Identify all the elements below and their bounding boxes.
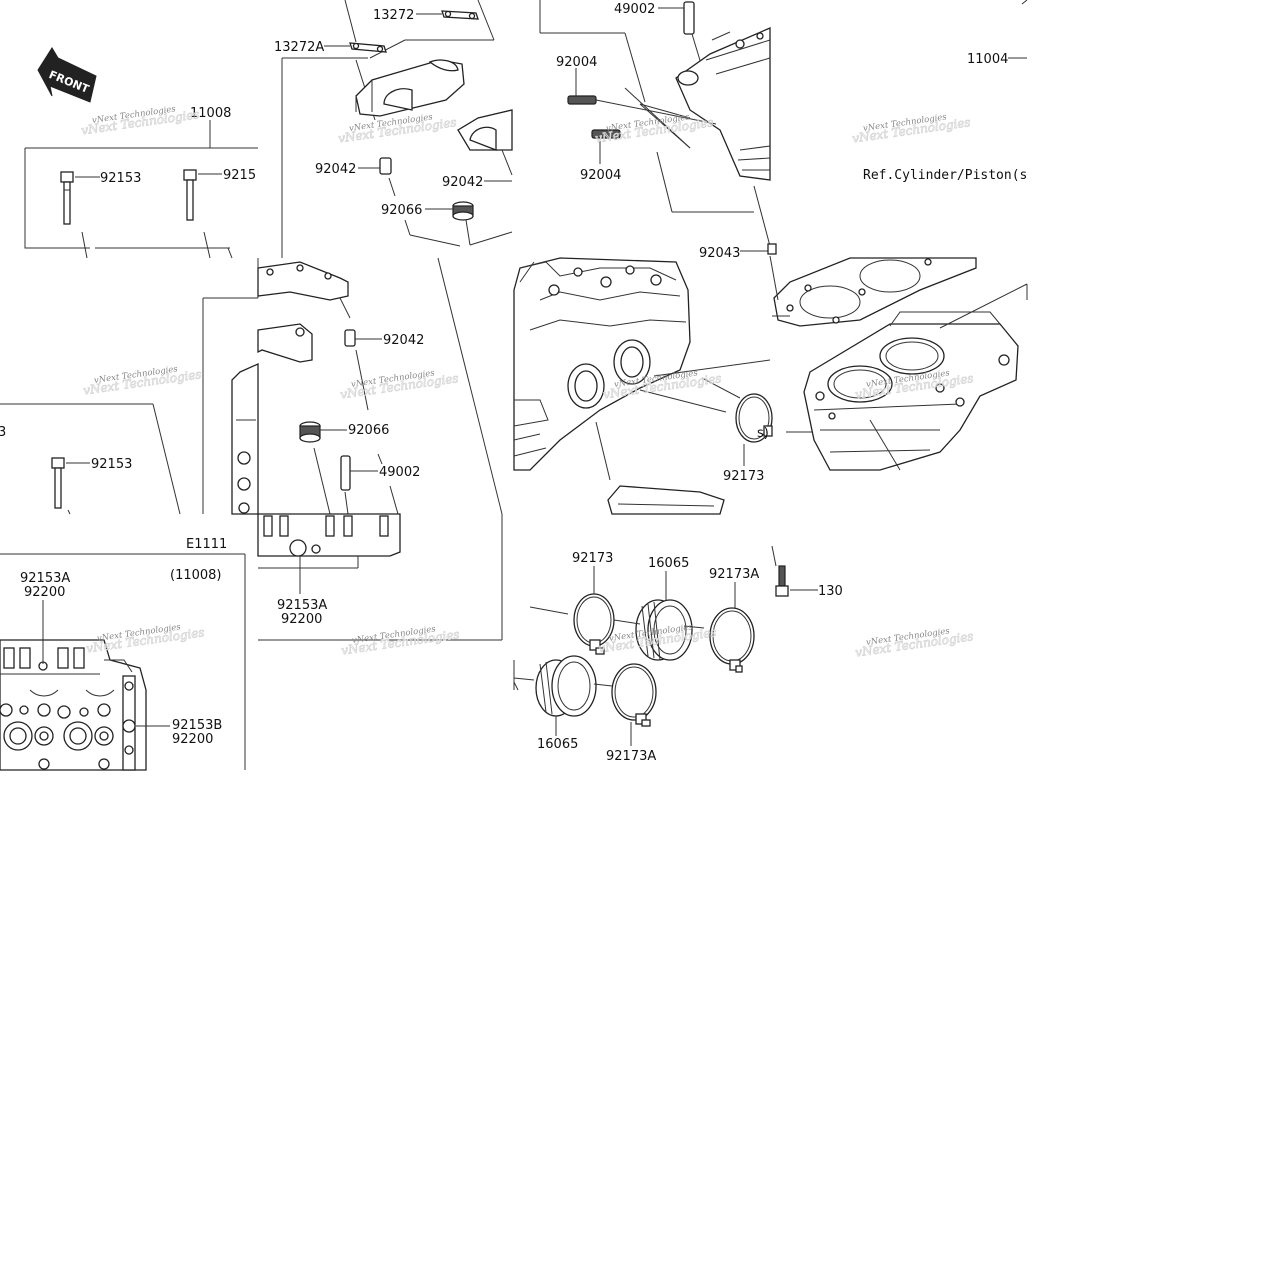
bolt-92153-right — [183, 169, 197, 221]
cam-cap-lower-group — [202, 257, 503, 641]
valve-guide-49002-a — [683, 1, 695, 35]
label-s-paren: s) — [757, 426, 769, 441]
label-92153-b[interactable]: 9215 — [223, 168, 256, 183]
watermark-9: vNext Technologies vNext Technologies — [85, 622, 206, 656]
bolt-group-11008 — [24, 120, 258, 259]
front-arrow: FRONT — [37, 47, 97, 103]
label-92153b[interactable]: 92153B — [172, 718, 222, 733]
cylinder-head-iso — [513, 257, 771, 481]
dowel-92042-a — [379, 157, 392, 175]
clamp-92173a-b — [611, 663, 657, 727]
valve-cover-partial — [231, 362, 259, 515]
label-92153-a[interactable]: 92153 — [100, 171, 141, 186]
label-92042-a[interactable]: 92042 — [315, 162, 356, 177]
label-16065-b[interactable]: 16065 — [537, 737, 578, 752]
label-92042-b[interactable]: 92042 — [442, 175, 483, 190]
label-92153-c[interactable]: 92153 — [91, 457, 132, 472]
head-gasket-lower — [607, 485, 725, 515]
label-92043[interactable]: 92043 — [699, 246, 740, 261]
camshaft-cap-1 — [355, 59, 465, 117]
bolt-92153-lower — [51, 457, 65, 509]
label-92066-a[interactable]: 92066 — [381, 203, 422, 218]
label-11008-paren[interactable]: (11008) — [170, 568, 222, 583]
label-92200-left[interactable]: 92200 — [24, 585, 65, 600]
link-plate-13272a — [349, 42, 387, 53]
camshaft-cap-2 — [457, 109, 513, 151]
label-92173-b[interactable]: 92173 — [572, 551, 613, 566]
label-130[interactable]: 130 — [818, 584, 843, 599]
valve-cover-bottom — [257, 513, 401, 569]
watermark-12: vNext Technologies vNext Technologies — [854, 626, 975, 660]
intake-holder-16065-a — [635, 599, 693, 661]
label-16065-a[interactable]: 16065 — [648, 556, 689, 571]
cylinder-head-topview — [0, 553, 246, 771]
label-92004-b[interactable]: 92004 — [580, 168, 621, 183]
label-49002-a[interactable]: 49002 — [614, 2, 655, 17]
bolt-group-left-middle — [0, 403, 181, 515]
camshaft-cap-3 — [257, 261, 349, 363]
label-11004[interactable]: 11004 — [967, 52, 1008, 67]
watermark-10: vNext Technologies vNext Technologies — [340, 624, 461, 658]
intake-group — [513, 566, 755, 746]
ref-note: Ref.Cylinder/Piston(s — [863, 168, 1027, 183]
watermark-4: vNext Technologies vNext Technologies — [851, 112, 972, 146]
label-11008-top[interactable]: 11008 — [190, 106, 231, 121]
stud-92004-b — [591, 129, 621, 139]
label-92200-right[interactable]: 92200 — [172, 732, 213, 747]
label-92004-a[interactable]: 92004 — [556, 55, 597, 70]
label-49002-b[interactable]: 49002 — [379, 465, 420, 480]
label-92042-c[interactable]: 92042 — [383, 333, 424, 348]
dowel-92043 — [767, 243, 777, 255]
watermark-6: vNext Technologies vNext Technologies — [339, 368, 460, 402]
label-92173-a[interactable]: 92173 — [723, 469, 764, 484]
label-13272[interactable]: 13272 — [373, 8, 414, 23]
label-92153a-mid[interactable]: 92153A — [277, 598, 327, 613]
seal-92066-b — [299, 421, 321, 443]
link-plate-13272 — [441, 10, 479, 20]
head-cover-group — [539, 0, 771, 247]
label-13272a[interactable]: 13272A — [274, 40, 324, 55]
part-labels: 13272 13272A 11008 92153 9215 92042 9206… — [0, 2, 1027, 764]
partial-part-topright — [1021, 0, 1028, 5]
seal-92066-a — [452, 201, 474, 221]
label-edge-3[interactable]: 3 — [0, 425, 6, 440]
valve-guide-49002-b — [340, 455, 351, 491]
clamp-92173a-a — [709, 607, 755, 673]
watermark-5: vNext Technologies vNext Technologies — [82, 364, 203, 398]
watermark-2: vNext Technologies vNext Technologies — [337, 112, 458, 146]
bolt-130 — [771, 545, 818, 597]
watermark-1: vNext Technologies vNext Technologies — [80, 104, 201, 138]
cylinder-block — [803, 311, 1019, 471]
bolt-92153-left — [60, 171, 74, 225]
cylinder-head-cover — [675, 27, 771, 181]
dowel-92042-b — [344, 329, 356, 347]
clamp-92173-a — [735, 393, 773, 443]
diagram-code: E1111 — [186, 537, 227, 552]
label-92200-mid[interactable]: 92200 — [281, 612, 322, 627]
label-92173a-a[interactable]: 92173A — [709, 567, 759, 582]
label-92173a-b[interactable]: 92173A — [606, 749, 656, 764]
intake-holder-16065-b — [535, 655, 597, 717]
label-92066-b[interactable]: 92066 — [348, 423, 389, 438]
label-92153a-left[interactable]: 92153A — [20, 571, 70, 586]
cylinder-gasket — [773, 257, 977, 327]
camshaft-cap-group — [281, 0, 513, 258]
stud-92004-a — [567, 95, 717, 125]
